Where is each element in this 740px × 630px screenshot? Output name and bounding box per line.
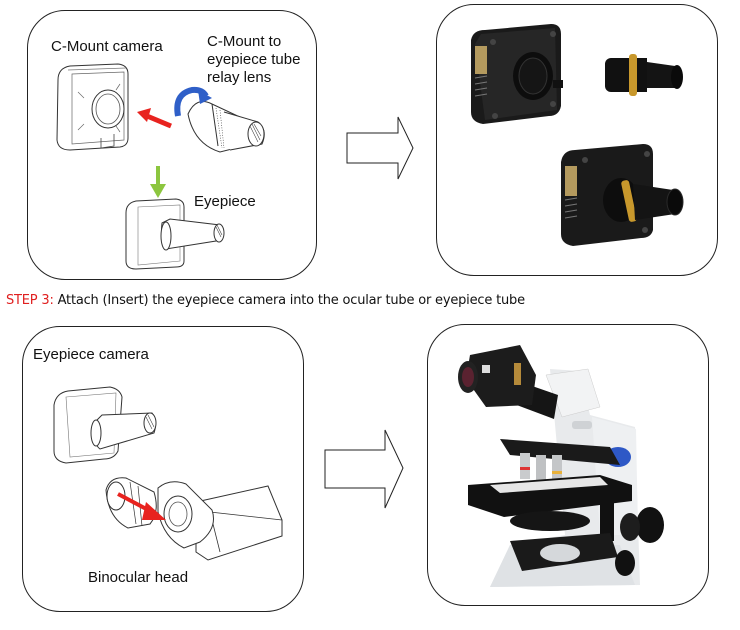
cmount-camera-drawing xyxy=(56,63,129,151)
panel-binocular-diagram xyxy=(22,326,304,612)
right-arrow-icon-top xyxy=(346,116,414,180)
cmount-camera-photo xyxy=(471,24,563,124)
step-text: Attach (Insert) the eyepiece camera into… xyxy=(57,293,525,308)
label-relay-lens-1: C-Mount to xyxy=(207,33,282,50)
label-cmount-camera: C-Mount camera xyxy=(51,38,163,55)
label-binocular-head: Binocular head xyxy=(88,569,189,586)
microscope-photo xyxy=(458,345,664,587)
label-eyepiece-camera: Eyepiece camera xyxy=(33,346,149,363)
blue-rotate-arrow-icon xyxy=(174,86,212,117)
eyepiece-camera-drawing xyxy=(125,198,225,270)
right-arrow-icon-bottom xyxy=(324,429,404,509)
eyepiece-camera-drawing-2 xyxy=(53,386,157,464)
label-relay-lens-2: eyepiece tube xyxy=(207,51,301,68)
red-arrow-icon xyxy=(137,108,172,129)
relay-lens-photo xyxy=(605,54,683,96)
step-instruction: STEP 3: Attach (Insert) the eyepiece cam… xyxy=(6,293,525,308)
green-arrow-icon xyxy=(150,166,166,198)
red-insert-arrow-icon xyxy=(117,492,166,520)
step-number: STEP 3: xyxy=(6,293,54,308)
eyepiece-camera-photo xyxy=(561,144,684,246)
label-relay-lens-3: relay lens xyxy=(207,69,272,86)
relay-lens-drawing xyxy=(187,101,265,153)
label-eyepiece: Eyepiece xyxy=(194,193,256,210)
